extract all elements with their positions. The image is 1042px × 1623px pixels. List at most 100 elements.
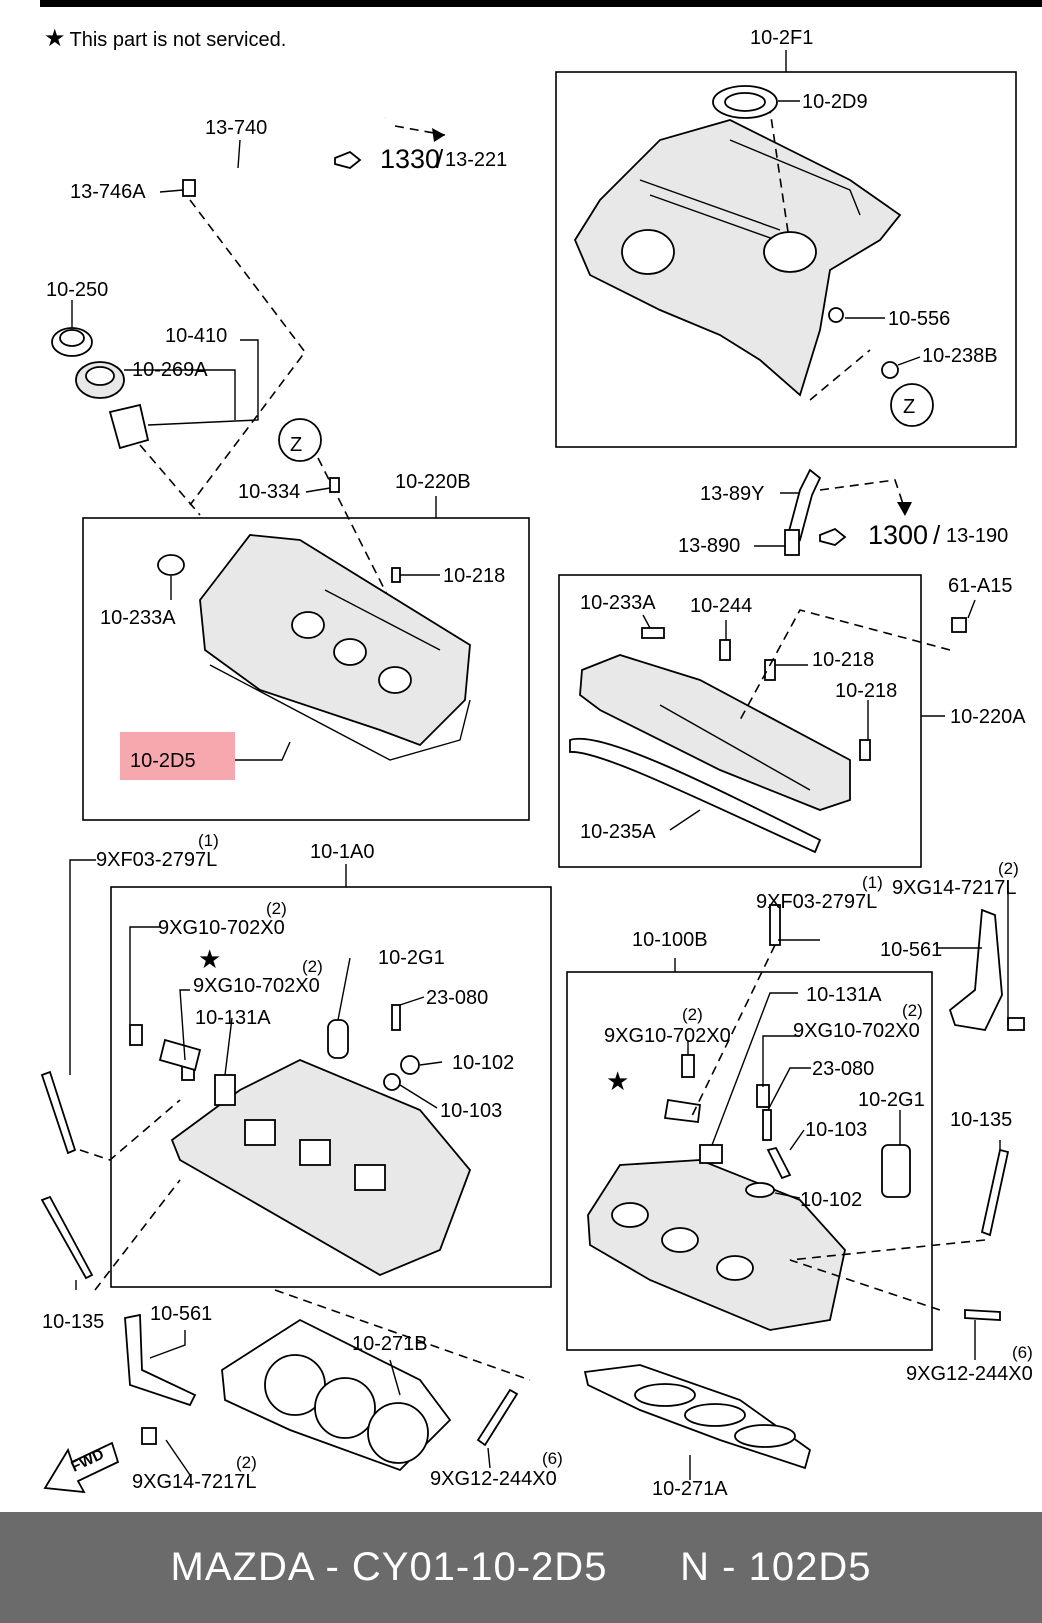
qty-9XG14-a: (2) bbox=[998, 859, 1019, 878]
frame-cover-b bbox=[82, 517, 530, 821]
qty-9XG10-b: (2) bbox=[302, 957, 323, 976]
label-10-250: 10-250 bbox=[46, 279, 108, 301]
label-10-2D9: 10-2D9 bbox=[802, 91, 868, 113]
seal-10-103-a bbox=[383, 1073, 401, 1091]
label-1300: 1300 bbox=[868, 520, 928, 550]
frame-head-1A0 bbox=[110, 886, 552, 1288]
qty-9XF03-a: (1) bbox=[198, 831, 219, 850]
footer-part-number: MAZDA - CY01-10-2D5 bbox=[170, 1545, 608, 1589]
fitting-13-746A bbox=[182, 179, 196, 197]
grommet-10-238B bbox=[881, 361, 899, 379]
label-10-131A-b: 10-131A bbox=[806, 984, 882, 1006]
pin-10-2G1-a bbox=[327, 1019, 349, 1059]
label-10-235A: 10-235A bbox=[580, 821, 656, 843]
label-61-A15: 61-A15 bbox=[948, 575, 1013, 597]
bolt-9XG10-c bbox=[681, 1054, 695, 1078]
parts-diagram: ★ ★ bbox=[40, 27, 1033, 1500]
highlight-10-2D5 bbox=[120, 732, 235, 780]
pcv-hose-13-89Y bbox=[786, 468, 822, 542]
label-9XF03-b: 9XF03-2797L bbox=[756, 891, 877, 913]
label-10-269A: 10-269A bbox=[132, 359, 208, 381]
label-1330: 1330 bbox=[380, 144, 440, 174]
pcv-valve-13-890 bbox=[784, 529, 800, 556]
legend-note-text: This part is not serviced. bbox=[69, 29, 287, 51]
label-10-135-b: 10-135 bbox=[42, 1311, 104, 1333]
label-10-103-a: 10-103 bbox=[440, 1100, 502, 1122]
bolt-9XG10-d bbox=[756, 1084, 770, 1108]
cylinder-head-10-1A0 bbox=[170, 1059, 472, 1277]
label-10-561-b: 10-561 bbox=[150, 1303, 212, 1325]
label-10-102-a: 10-102 bbox=[452, 1052, 514, 1074]
label-10-233A-a: 10-233A bbox=[580, 592, 656, 614]
engine-cover bbox=[573, 109, 902, 397]
label-10-135-a: 10-135 bbox=[950, 1109, 1012, 1131]
label-10-1A0: 10-1A0 bbox=[310, 841, 375, 863]
label-10-244: 10-244 bbox=[690, 595, 752, 617]
ref-z-lower: Z bbox=[290, 434, 302, 456]
seal-10-102-b bbox=[745, 1182, 775, 1198]
label-9XG14-a: 9XG14-7217L bbox=[892, 877, 1017, 899]
bracket-unserviced-a bbox=[158, 1038, 202, 1072]
label-10-100B: 10-100B bbox=[632, 929, 708, 951]
top-border bbox=[40, 0, 1042, 7]
head-cover-10-220A bbox=[579, 627, 851, 811]
label-10-218-d: 10-218 bbox=[835, 680, 897, 702]
label-9XG10-c: 9XG10-702X0 bbox=[604, 1025, 731, 1047]
label-10-334: 10-334 bbox=[238, 481, 300, 503]
stud-9XG12-a bbox=[964, 1309, 1001, 1321]
label-9XG10-b: 9XG10-702X0 bbox=[193, 975, 320, 997]
legend-note: ★This part is not serviced. bbox=[44, 24, 286, 53]
qty-9XF03-b: (1) bbox=[862, 873, 883, 892]
bolt-9XG10-a bbox=[129, 1024, 143, 1046]
label-10-131A-a: 10-131A bbox=[195, 1007, 271, 1029]
ref-circle-z-upper bbox=[890, 383, 934, 427]
pin-10-2G1-b bbox=[881, 1144, 911, 1198]
label-10-2G1-b: 10-2G1 bbox=[858, 1089, 925, 1111]
qty-9XG10-d: (2) bbox=[902, 1001, 923, 1020]
footer-bar: MAZDA - CY01-10-2D5 N - 102D5 bbox=[0, 1512, 1042, 1623]
cap-10-2D9 bbox=[712, 85, 778, 119]
oil-cap-10-250 bbox=[51, 327, 93, 357]
label-13-890: 13-890 bbox=[678, 535, 740, 557]
label-10-238B: 10-238B bbox=[922, 345, 998, 367]
bracket-10-561-b bbox=[124, 1313, 197, 1407]
bolt-10-218-c bbox=[764, 659, 776, 681]
label-9XF03-a: 9XF03-2797L bbox=[96, 849, 217, 871]
label-23-080-a: 23-080 bbox=[426, 987, 488, 1009]
valve-23-080-b bbox=[762, 1109, 772, 1141]
label-9XG10-d: 9XG10-702X0 bbox=[793, 1020, 920, 1042]
label-10-271B: 10-271B bbox=[352, 1333, 428, 1355]
label-13-221: 13-221 bbox=[445, 149, 507, 171]
qty-9XG12-a: (6) bbox=[1012, 1343, 1033, 1362]
seal-10-102-a bbox=[400, 1055, 420, 1075]
bolt-10-218-b bbox=[391, 567, 401, 583]
label-10-2F1: 10-2F1 bbox=[750, 27, 813, 49]
label-10-2D5: 10-2D5 bbox=[130, 750, 196, 772]
label-9XG12-b: 9XG12-244X0 bbox=[430, 1468, 557, 1490]
label-10-2G1-a: 10-2G1 bbox=[378, 947, 445, 969]
label-13-190: 13-190 bbox=[946, 525, 1008, 547]
leader-lines bbox=[69, 50, 1009, 1480]
bolt-9XG14-a bbox=[1007, 1017, 1025, 1031]
seal-10-233A-b bbox=[157, 554, 185, 576]
label-13-740: 13-740 bbox=[205, 117, 267, 139]
label-10-233A-b: 10-233A bbox=[100, 607, 176, 629]
bolt-10-135-b bbox=[40, 1195, 94, 1280]
filler-10-410 bbox=[108, 403, 150, 450]
frame-cover-a bbox=[558, 574, 922, 868]
star-icon-head-a: ★ bbox=[198, 944, 221, 974]
bolt-9XG14-b bbox=[141, 1427, 157, 1445]
cap-10-131A-a bbox=[214, 1074, 236, 1106]
label-10-220A: 10-220A bbox=[950, 706, 1026, 728]
label-23-080-b: 23-080 bbox=[812, 1058, 874, 1080]
label-13-89Y: 13-89Y bbox=[700, 483, 765, 505]
frame-head-100B bbox=[566, 971, 933, 1351]
svg-text:/: / bbox=[436, 144, 444, 174]
cap-10-131A-b bbox=[699, 1144, 723, 1164]
seal-10-103-b bbox=[766, 1146, 792, 1180]
label-10-271A: 10-271A bbox=[652, 1478, 728, 1500]
label-9XG12-a: 9XG12-244X0 bbox=[906, 1363, 1033, 1385]
ref-z-upper: Z bbox=[903, 396, 915, 418]
ref-circle-z-lower bbox=[278, 418, 322, 462]
label-10-410: 10-410 bbox=[165, 325, 227, 347]
